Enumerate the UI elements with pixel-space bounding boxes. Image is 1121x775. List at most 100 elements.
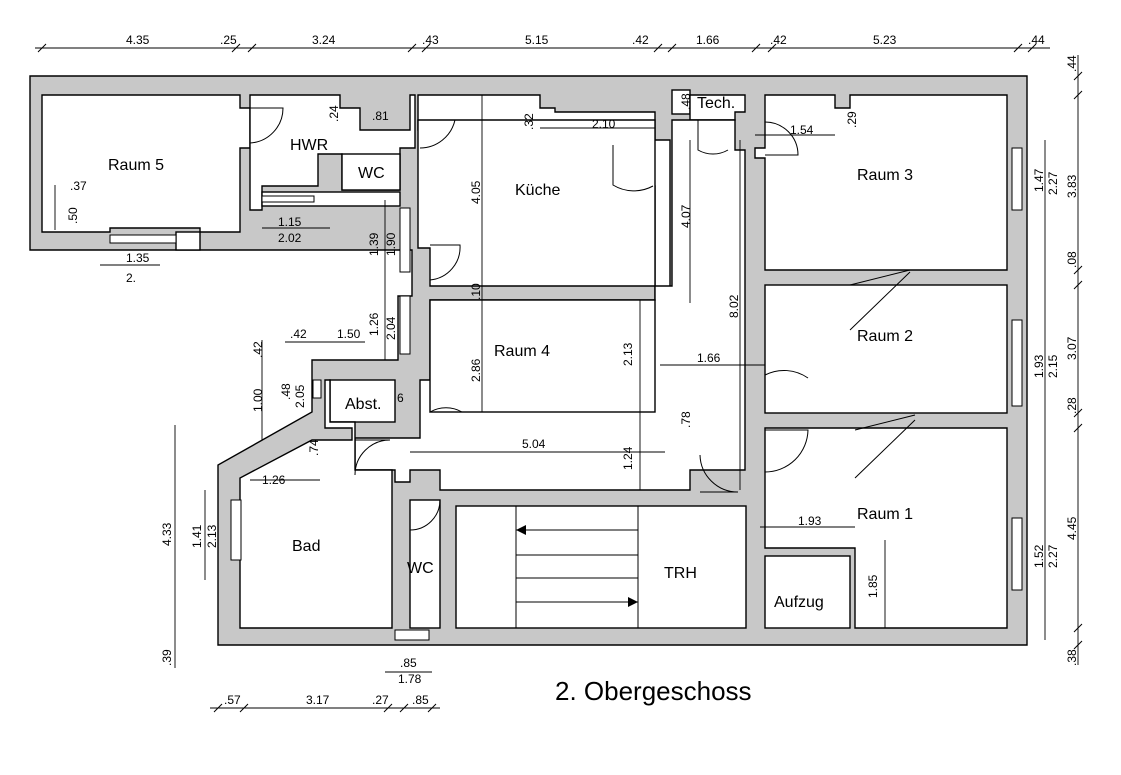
dim-tick [421,43,431,53]
dim-tick [1073,640,1083,650]
dim-r4: 2.86 [469,358,483,382]
door-tech [697,120,729,155]
door-wc [409,499,441,531]
dim-tick [1073,623,1083,633]
dim-bottom: .27 [372,693,389,707]
aufzug-interior [764,555,851,629]
dim-r4: 5.04 [522,437,546,451]
door-raum2 [764,335,809,379]
label-wc-bottom: WC [407,560,434,577]
dim-right: .08 [1065,251,1079,268]
dim-bad: 2.13 [205,524,219,548]
abst-interior [329,379,396,423]
raum2-interior [764,284,1008,414]
dim-tick [1013,43,1023,53]
dim-r1: 1.85 [866,574,880,598]
door-raum1-fold1 [854,414,916,431]
dim-bad: 1.26 [262,473,286,487]
dim-r1: 1.93 [798,514,822,528]
floor-title: 2. Obergeschoss [555,676,752,706]
door-trh [699,454,739,493]
dim-right: 4.45 [1065,516,1079,540]
raum5-gap [175,231,201,251]
dim-top: .44 [1028,33,1045,47]
dim-hwr: 2.02 [278,231,302,245]
dim-r3: .29 [845,111,859,128]
window-raum1 [1011,517,1023,591]
dim-r5: 2. [126,271,136,285]
dim-right-inner: 2.27 [1046,544,1060,568]
raum3-interior [754,94,1008,271]
dim-k: 2.10 [592,117,616,131]
door-kueche-top [418,119,456,149]
label-tech: Tech. [697,95,735,112]
label-bad: Bad [292,538,320,555]
dim-c: .42 [290,327,307,341]
dim-tick [1073,408,1083,418]
dim-c: 2.04 [384,316,398,340]
door-raum4 [429,380,463,413]
door-raum3 [764,121,799,156]
bad-interior [239,379,393,629]
dim-c: 6 [397,391,404,405]
door-raum2-fold2 [849,271,911,331]
dim-tick [399,703,409,713]
dim-tick [1073,423,1083,433]
dim-top: 1.66 [696,33,720,47]
dim-right: .44 [1065,55,1079,72]
dim-tick [427,703,437,713]
dim-tick [239,703,249,713]
dim-c: 1.90 [384,232,398,256]
door-raum2-fold1 [849,269,911,286]
dim-right-inner: 1.52 [1032,544,1046,568]
label-raum2: Raum 2 [857,328,913,345]
dimension-text: 4.35 .25 3.24 .43 5.15 .42 1.66 .42 5.23… [126,33,1045,707]
dim-right: 3.83 [1065,174,1079,198]
dim-hwr: 1.15 [278,215,302,229]
raum4-interior [429,299,656,413]
dim-right-inner: 2.27 [1046,171,1060,195]
dim-r4: .78 [679,411,693,428]
dim-r4: 1.24 [621,446,635,470]
window-c1 [399,207,411,273]
wc-bottom-interior [409,499,441,629]
dim-top: .42 [770,33,787,47]
dim-r4: 8.02 [727,294,741,318]
dimension-ticks [37,43,1083,713]
dim-k: 4.05 [469,180,483,204]
dim-r5: .37 [70,179,87,193]
dim-bad: 1.41 [190,524,204,548]
label-raum1: Raum 1 [857,506,913,523]
dim-top: .42 [632,33,649,47]
dimension-text-vertical: .44 3.83 .08 3.07 .28 4.45 .38 1.47 2.27… [66,55,1079,666]
dim-t: .48 [679,93,693,110]
dim-bottom: .85 [412,693,429,707]
door-raum1 [764,429,809,473]
label-abst: Abst. [345,396,381,413]
dim-c: 1.50 [337,327,361,341]
dim-r3: 1.54 [790,123,814,137]
label-hwr: HWR [290,137,328,154]
dim-k: .10 [469,283,483,300]
door-bad [354,439,391,476]
dim-r5: .50 [66,207,80,224]
dim-tick [1027,43,1037,53]
dim-left: 4.33 [160,522,174,546]
kueche-main [417,119,656,287]
label-wc-top: WC [358,165,385,182]
stair-arrow-up [516,525,526,535]
dim-tick [407,43,417,53]
window-raum2 [1011,319,1023,407]
wc-top-box [341,153,401,191]
window-raum3 [1011,147,1023,211]
dim-bottom: 1.78 [398,672,422,686]
dim-tick [383,703,393,713]
dim-top: 5.23 [873,33,897,47]
dim-r4: 2.13 [621,342,635,366]
dim-c: .48 [279,383,293,400]
dim-top: 4.35 [126,33,150,47]
dim-tick [1073,71,1083,81]
window-c2 [399,295,411,355]
dim-r4: 1.66 [697,351,721,365]
door-kueche [612,145,654,192]
